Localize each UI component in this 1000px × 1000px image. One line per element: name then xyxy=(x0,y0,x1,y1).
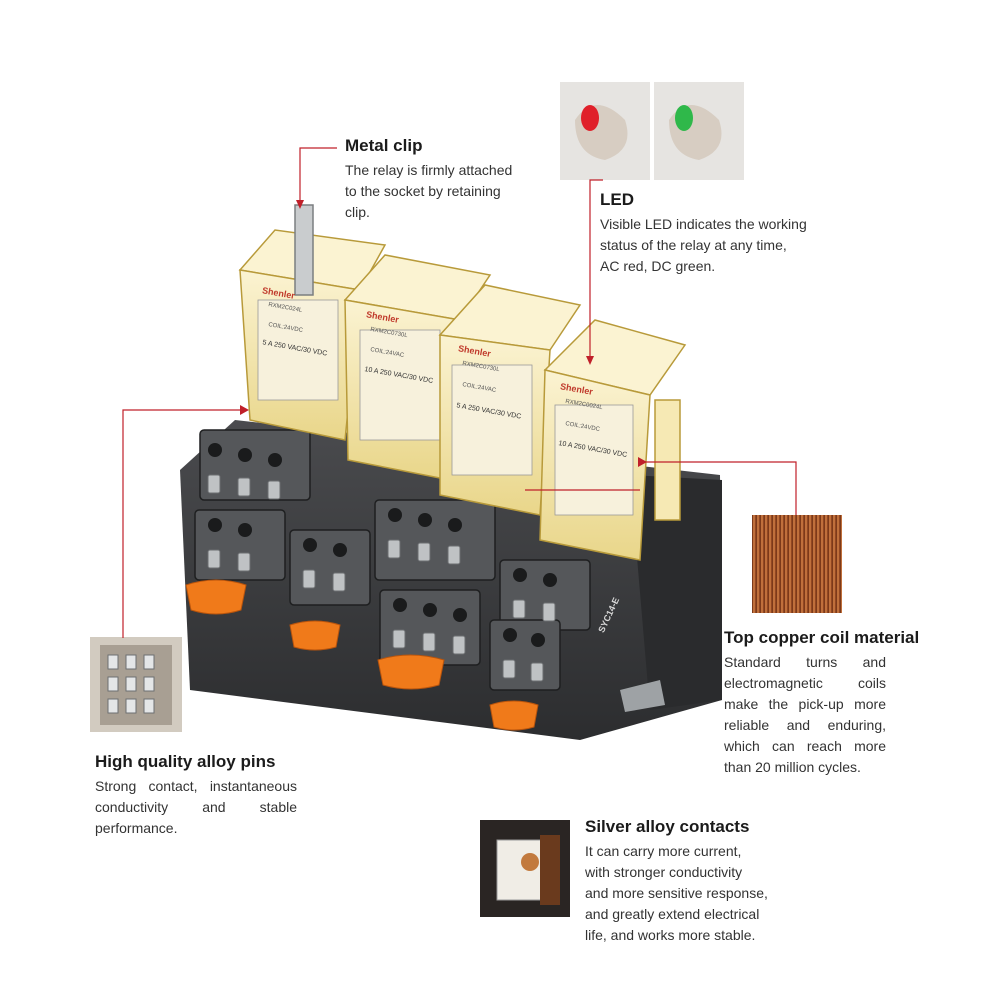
led-inset-photos xyxy=(560,82,744,180)
copper-coil-description: Standard turns and electromagnetic coils… xyxy=(724,652,886,778)
description-line: Strong contact, instantaneous xyxy=(95,778,297,794)
relay-2 xyxy=(343,254,492,481)
alloy-pins-description: Strong contact, instantaneous conductivi… xyxy=(95,776,297,839)
relay-1 xyxy=(238,204,387,441)
description-line: Visible LED indicates the working xyxy=(600,216,807,232)
description-line: performance. xyxy=(95,820,178,836)
metal-clip-title: Metal clip xyxy=(345,136,423,155)
relay-3 xyxy=(438,284,582,516)
silver-contacts-inset-photo xyxy=(480,820,570,917)
relay-modules xyxy=(238,204,687,561)
callout-lines xyxy=(122,147,797,638)
description-line: It can carry more current, xyxy=(585,843,742,859)
description-line: reliable and enduring, xyxy=(724,717,886,733)
description-line: which can reach more xyxy=(724,738,886,754)
silver-contacts-callout: Silver alloy contacts It can carry more … xyxy=(585,817,795,946)
description-line: status of the relay at any time, xyxy=(600,237,787,253)
description-line: The relay is firmly attached xyxy=(345,162,513,178)
description-line: conductivity and stable xyxy=(95,799,297,815)
copper-coil-title: Top copper coil material xyxy=(724,628,920,647)
alloy-pins-title: High quality alloy pins xyxy=(95,752,276,771)
callout-arrowheads xyxy=(240,200,647,467)
description-line: and greatly extend electrical xyxy=(585,906,760,922)
description-line: and more sensitive response, xyxy=(585,885,768,901)
alloy-pins-callout: High quality alloy pins Strong contact, … xyxy=(95,752,305,839)
description-line: to the socket by retaining xyxy=(345,183,501,199)
silver-contacts-title: Silver alloy contacts xyxy=(585,817,750,836)
description-line: AC red, DC green. xyxy=(600,258,716,274)
description-line: life, and works more stable. xyxy=(585,927,756,943)
alloy-pins-inset-photo xyxy=(90,637,182,732)
description-line: clip. xyxy=(345,204,370,220)
copper-coil-inset-photo xyxy=(752,515,842,613)
description-line: than 20 million cycles. xyxy=(724,759,861,775)
relay-4 xyxy=(539,319,687,561)
metal-clip-callout: Metal clip The relay is firmly attached … xyxy=(345,136,512,223)
description-line: Standard turns and xyxy=(724,654,886,670)
description-line: electromagnetic coils xyxy=(724,675,886,691)
led-callout: LED Visible LED indicates the working st… xyxy=(600,190,807,277)
description-line: with stronger conductivity xyxy=(585,864,743,880)
metal-clip-description: The relay is firmly attached to the sock… xyxy=(345,160,512,223)
silver-contacts-description: It can carry more current, with stronger… xyxy=(585,841,795,946)
copper-coil-callout: Top copper coil material Standard turns … xyxy=(724,628,920,778)
led-description: Visible LED indicates the working status… xyxy=(600,214,807,277)
description-line: make the pick-up more xyxy=(724,696,886,712)
led-title: LED xyxy=(600,190,634,209)
